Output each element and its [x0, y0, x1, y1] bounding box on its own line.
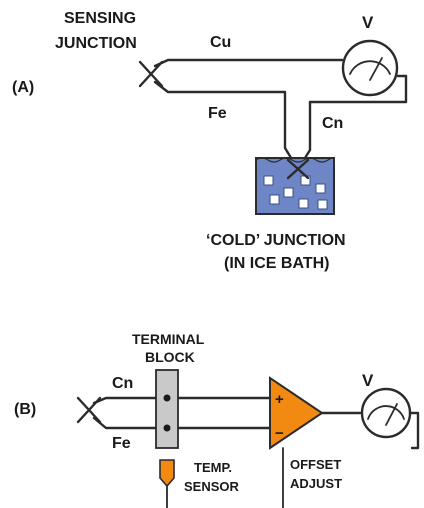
temp-sensor: [159, 459, 175, 508]
amplifier: + −: [269, 376, 324, 508]
panel-a-label: (A): [12, 79, 34, 96]
panel-a: SENSING JUNCTION (A) Cu Fe Cn V: [12, 10, 408, 272]
sensing-junction-label-line1: SENSING: [64, 10, 136, 27]
ice-cube: [263, 175, 274, 186]
cold-junction-label-line2: (IN ICE BATH): [224, 255, 329, 272]
ice-cube: [283, 187, 294, 198]
terminal-block: [155, 369, 179, 449]
ice-cube: [317, 199, 328, 210]
cu-wire-label: Cu: [210, 34, 231, 51]
amp-plus-sign: +: [275, 391, 284, 408]
voltmeter-b-label: V: [362, 371, 374, 390]
cold-junction-label-line1: ‘COLD’ JUNCTION: [206, 232, 346, 249]
fe-wire-label-b: Fe: [112, 435, 131, 452]
voltmeter-a-label: V: [362, 13, 374, 32]
ice-cube: [315, 183, 326, 194]
terminal-block-label-line2: BLOCK: [145, 349, 195, 365]
cn-wire-b: [92, 396, 272, 405]
offset-adjust-label-line1: OFFSET: [290, 457, 341, 472]
ice-cube: [269, 194, 280, 205]
sensing-junction: [138, 60, 164, 88]
sensing-junction-label-line2: JUNCTION: [55, 35, 137, 52]
fe-wire-b: [92, 416, 272, 430]
cu-wire: [153, 58, 344, 68]
panel-b-label: (B): [14, 401, 36, 418]
voltmeter-a: V: [341, 13, 399, 97]
offset-adjust-label-line2: ADJUST: [290, 476, 342, 491]
cn-wire-label-b: Cn: [112, 375, 133, 392]
temp-sensor-label-line2: SENSOR: [184, 479, 240, 494]
cn-wire-label: Cn: [322, 115, 343, 132]
voltmeter-b: V: [360, 371, 420, 450]
fe-wire-label: Fe: [208, 105, 227, 122]
temp-sensor-label-line1: TEMP.: [194, 460, 232, 475]
fe-wire: [153, 80, 298, 168]
cn-wire: [298, 74, 408, 168]
cold-junction: [286, 158, 310, 180]
ice-cube: [298, 198, 309, 209]
panel-b: TERMINAL BLOCK (B) Cn Fe TEMP. SENSOR: [14, 331, 420, 508]
amp-minus-sign: −: [275, 425, 284, 442]
terminal-block-label-line1: TERMINAL: [132, 331, 205, 347]
